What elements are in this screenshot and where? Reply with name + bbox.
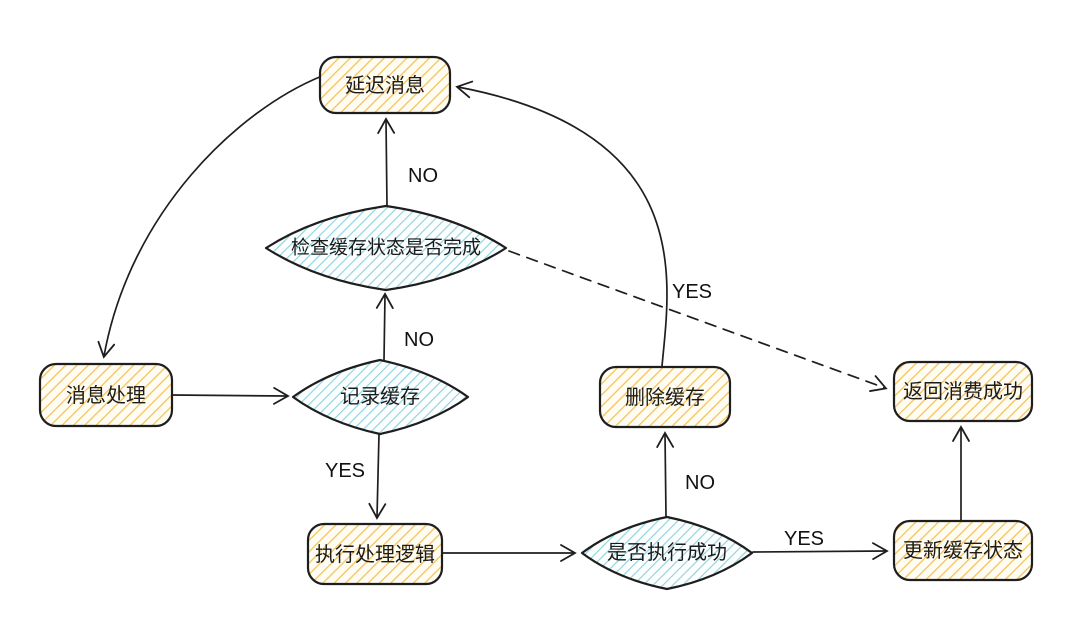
edge-message-to-record [171,386,290,405]
edge-exec-check-to-delete [656,431,675,517]
delete-cache-box [598,365,732,429]
update-cache-status-box [892,519,1034,582]
delay-message-box [318,55,452,115]
edge-label-yes-delete-to-delay: YES [672,281,712,303]
edge-label-yes-exec-to-update: YES [784,528,824,550]
execute-processing-logic-label: 执行处理逻辑 [315,543,435,566]
node-delay-message: 延迟消息 [318,55,452,115]
node-execute-processing-logic: 执行处理逻辑 [306,522,444,586]
edge-labels: NO NO YES NO YES YES [325,165,824,550]
delete-cache-label: 删除缓存 [625,386,705,409]
update-cache-status-label: 更新缓存状态 [903,539,1023,562]
check-cache-status-diamond [264,204,508,292]
node-is-execution-successful: 是否执行成功 [580,515,754,591]
edge-check-to-delay [377,117,396,207]
edge-label-yes-record-to-execute: YES [325,460,365,482]
node-return-consume-success: 返回消费成功 [892,360,1034,423]
edge-check-to-return-dashed [508,250,888,392]
edge-label-no-exec-to-delete: NO [685,472,715,494]
return-consume-success-label: 返回消费成功 [903,380,1023,403]
node-check-cache-status: 检查缓存状态是否完成 [264,204,508,292]
record-cache-diamond [291,358,470,436]
delay-message-label: 延迟消息 [345,74,425,97]
message-processing-box [38,362,174,428]
is-execution-successful-diamond [580,515,754,591]
record-cache-label: 记录缓存 [340,385,420,408]
edge-delete-to-delay [455,80,668,367]
edge-label-no-record-to-check: NO [404,329,434,351]
edge-exec-check-to-update [752,542,889,560]
edge-record-to-check [375,292,394,361]
node-delete-cache: 删除缓存 [598,365,732,429]
node-update-cache-status: 更新缓存状态 [892,519,1034,582]
check-cache-status-label: 检查缓存状态是否完成 [291,237,481,259]
message-processing-label: 消息处理 [66,384,146,407]
return-consume-success-box [892,360,1034,423]
edge-delay-to-message-processing [97,75,323,359]
edge-label-no-check-to-delay: NO [408,165,438,187]
node-record-cache: 记录缓存 [291,358,470,436]
node-message-processing: 消息处理 [38,362,174,428]
edges [97,75,970,562]
is-execution-successful-label: 是否执行成功 [607,541,727,564]
execute-processing-logic-box [306,522,444,586]
edge-record-to-execute [368,433,387,520]
